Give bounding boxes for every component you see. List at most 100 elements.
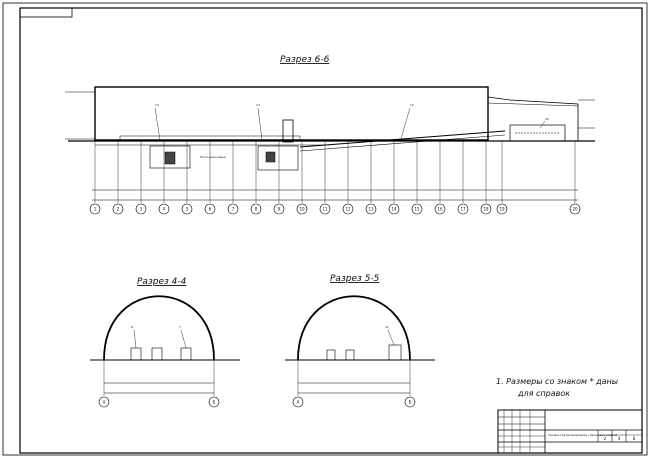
- axis-label: 13: [368, 207, 374, 212]
- axis-bubble: 13: [365, 141, 377, 215]
- axis-label: 10: [299, 207, 305, 212]
- callout-13-leader: [154, 107, 161, 141]
- axis-4-4-a-label: А: [103, 400, 106, 405]
- arch-5-5: [297, 295, 411, 361]
- callout-11: 11: [385, 325, 389, 329]
- axis-label: 6: [209, 207, 212, 212]
- axis-bubble: 16: [434, 141, 446, 215]
- title-block: Тоннель под бетонирование стержневых изд…: [497, 409, 643, 454]
- axis-label: 18: [483, 207, 489, 212]
- axis-bubble: 1: [89, 141, 101, 215]
- note-line-2: для справок: [517, 389, 570, 398]
- callout-6-leader: [133, 329, 137, 349]
- callout-7-leader: [180, 329, 187, 349]
- axis-5-5-a-label: А: [297, 400, 300, 405]
- note-line-1: 1. Размеры со знаком * даны: [496, 377, 618, 386]
- axis-5-5-b: [404, 396, 416, 408]
- section-5-5: Разрез 5-5 11 А Б: [285, 274, 435, 408]
- unit-4-4-a: [130, 347, 142, 361]
- corner-stamp: [19, 7, 73, 18]
- axis-bubble: 15: [411, 141, 423, 215]
- axis-bubble: 20: [569, 141, 581, 215]
- axis-4-4-b: [208, 396, 220, 408]
- axis-bubble: 9: [273, 141, 285, 215]
- axis-bubble: 11: [319, 141, 331, 215]
- section-6-6: Разрез 6-6 12 13 14 15 Пути рельсовые: [65, 55, 595, 215]
- callout-12-leader: [399, 107, 411, 143]
- axis-bubble: 6: [204, 141, 216, 215]
- hangar-shell: [94, 86, 489, 141]
- axis-4-4-b-label: Б: [213, 400, 216, 405]
- arch-4-4: [103, 295, 215, 361]
- axis-label: 19: [499, 207, 505, 212]
- axis-bubble: 12: [342, 141, 354, 215]
- mixer-unit: [282, 119, 294, 143]
- callout-15: 15: [545, 117, 549, 121]
- axis-label: 11: [322, 207, 328, 212]
- extension-roof-2: [487, 102, 579, 107]
- axis-row-main: 1 2 3 4 5 6 7 8 9 10 11 12 13 14 15 16 1…: [89, 141, 581, 215]
- section-4-4-title: Разрез 4-4: [137, 277, 187, 287]
- axis-bubble: 19: [496, 141, 508, 215]
- unit-5-5-c: [388, 344, 402, 361]
- axis-label: 5: [186, 207, 189, 212]
- hangar-extension: [487, 96, 579, 141]
- title-block-description: Тоннель под бетонирование стержневых изд…: [548, 433, 617, 437]
- section-5-5-title: Разрез 5-5: [330, 274, 380, 284]
- axis-bubble: 2: [112, 141, 124, 215]
- rail-track-label: Пути рельсовые: [200, 155, 226, 159]
- axis-bubble: 8: [250, 141, 262, 215]
- axis-label: 12: [345, 207, 351, 212]
- axis-label: 8: [255, 207, 258, 212]
- unit-5-5-b: [345, 349, 355, 361]
- callout-14-leader: [257, 107, 263, 141]
- unit-4-4-c: [180, 347, 192, 361]
- axis-bubble: 5: [181, 141, 193, 215]
- end-equipment: [509, 124, 566, 142]
- axis-label: 3: [140, 207, 143, 212]
- axis-label: 20: [572, 207, 578, 212]
- machine-unit: [265, 151, 276, 163]
- axis-bubble: 10: [296, 141, 308, 215]
- title-block-sheet: 4: [618, 436, 621, 441]
- inner-frame: [19, 7, 643, 454]
- axis-label: 15: [414, 207, 420, 212]
- axis-label: 7: [232, 207, 235, 212]
- callout-12: 12: [410, 103, 414, 107]
- callout-11-leader: [387, 329, 395, 346]
- pit-left: [149, 145, 191, 169]
- axis-5-5-a: [292, 396, 304, 408]
- callout-6: 6: [131, 325, 133, 329]
- title-block-stage: 2: [604, 436, 607, 441]
- axis-4-4-a: [98, 396, 110, 408]
- conveyor-incline-2: [299, 134, 506, 152]
- callout-15-leader: [539, 120, 546, 129]
- unit-4-4-b: [151, 347, 163, 361]
- axis-bubble: 14: [388, 141, 400, 215]
- title-block-sheets: 8: [633, 436, 636, 441]
- axis-label: 14: [391, 207, 397, 212]
- pit-center: [257, 145, 299, 171]
- hopper-unit: [164, 151, 176, 165]
- callout-14: 14: [256, 103, 260, 107]
- axis-bubble: 18: [480, 141, 492, 215]
- axis-bubble: 3: [135, 141, 147, 215]
- callout-7: 7: [179, 325, 181, 329]
- axis-label: 1: [94, 207, 97, 212]
- conveyor-incline: [299, 130, 506, 148]
- axis-bubble: 4: [158, 141, 170, 215]
- axis-bubble: 7: [227, 141, 239, 215]
- axis-5-5-b-label: Б: [409, 400, 412, 405]
- axis-label: 9: [278, 207, 281, 212]
- axis-label: 16: [437, 207, 443, 212]
- unit-5-5-a: [326, 349, 336, 361]
- callout-13: 13: [155, 103, 159, 107]
- axis-label: 4: [163, 207, 166, 212]
- axis-label: 2: [117, 207, 120, 212]
- section-6-6-title: Разрез 6-6: [280, 55, 330, 65]
- section-4-4: Разрез 4-4 6 7 А Б: [90, 277, 240, 408]
- axis-bubble: 17: [457, 141, 469, 215]
- axis-label: 17: [460, 207, 466, 212]
